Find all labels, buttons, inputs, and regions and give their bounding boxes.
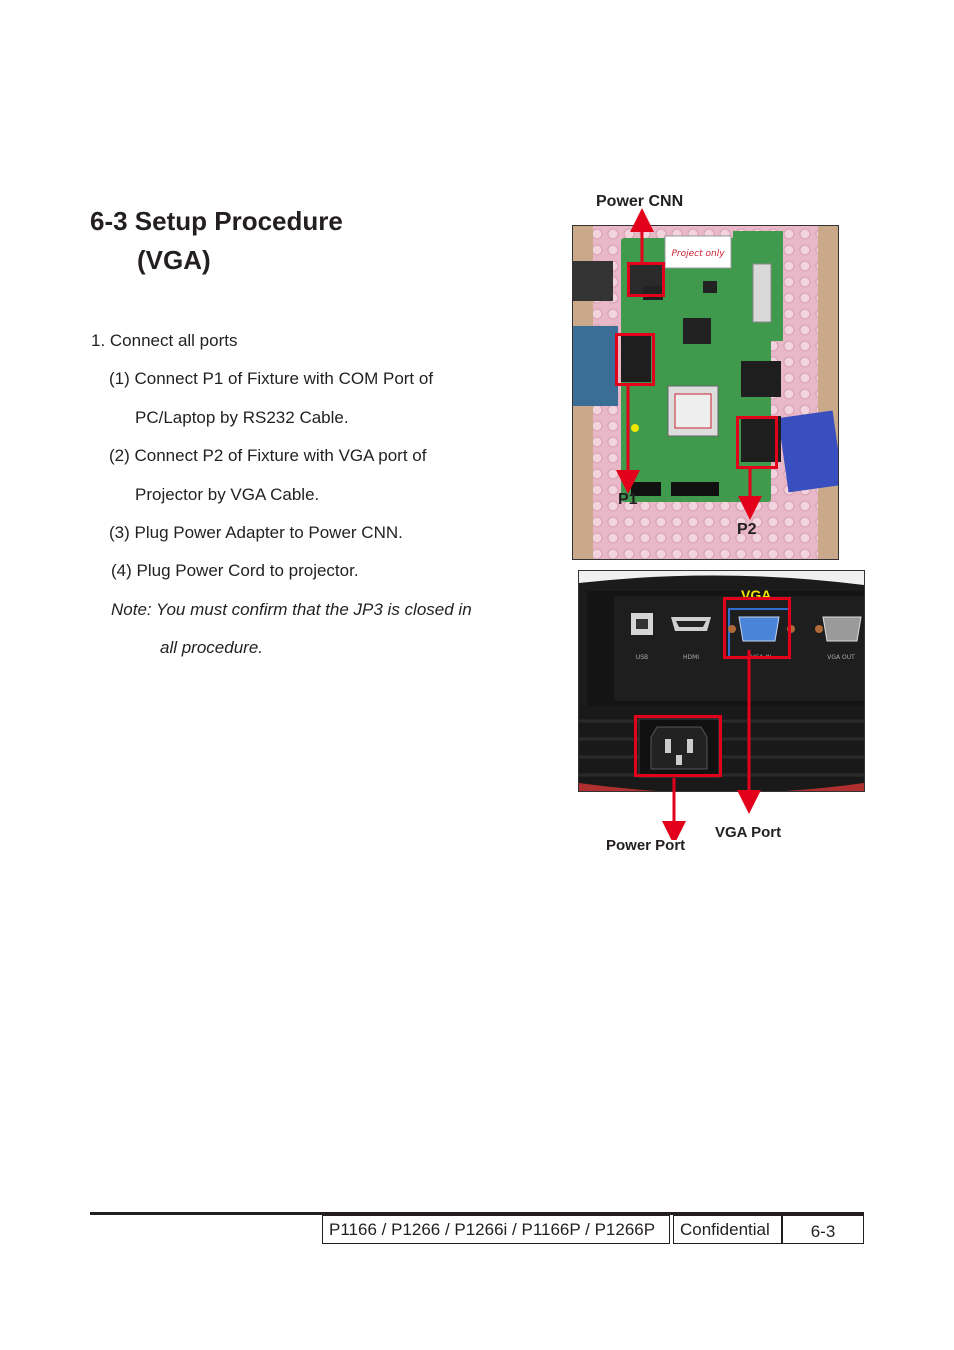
section-title: 6-3 Setup Procedure: [90, 206, 343, 236]
highlight-p2: [736, 416, 778, 469]
step-1-2-line1: (2) Connect P2 of Fixture with VGA port …: [109, 446, 427, 465]
label-p1: P1: [618, 491, 638, 508]
step-1-2-line2: Projector by VGA Cable.: [135, 485, 320, 504]
step-1-4: (4) Plug Power Cord to projector.: [111, 561, 359, 580]
label-power-cnn: Power CNN: [596, 193, 684, 210]
projector-arrows: [662, 650, 761, 840]
projector-rear-photo: USB HDMI VGA IN VGA OUT VGA: [578, 570, 865, 792]
step-1-1-line2: PC/Laptop by RS232 Cable.: [135, 408, 349, 427]
vga-out-label: VGA OUT: [827, 654, 855, 661]
board-arrows: [616, 208, 762, 520]
fixture-board-illustration: Project only: [573, 226, 838, 559]
board-sticker-text: Project only: [671, 249, 725, 259]
footer-page-number: 6-3: [782, 1215, 864, 1244]
note-line1: Note: You must confirm that the JP3 is c…: [111, 600, 472, 619]
usb-port-label: USB: [636, 654, 648, 661]
label-vga-port: VGA Port: [715, 824, 782, 841]
highlight-p1: [615, 333, 655, 386]
highlight-power-port: [634, 715, 722, 777]
label-power-port: Power Port: [606, 837, 686, 854]
footer-models: P1166 / P1266 / P1266i / P1166P / P1266P: [322, 1215, 670, 1244]
highlight-vga-port: [723, 597, 791, 659]
hdmi-port-label: HDMI: [683, 654, 699, 661]
fixture-board-photo: Project only: [572, 225, 839, 560]
step-1: 1. Connect all ports: [91, 331, 238, 350]
section-subtitle: (VGA): [137, 245, 211, 275]
step-1-1-line1: (1) Connect P1 of Fixture with COM Port …: [109, 369, 434, 388]
label-p2: P2: [737, 521, 757, 538]
highlight-power-cnn: [627, 262, 665, 297]
footer-rule: [90, 1212, 864, 1215]
footer-confidential: Confidential: [673, 1215, 782, 1244]
step-1-3: (3) Plug Power Adapter to Power CNN.: [109, 523, 403, 542]
note-line2: all procedure.: [160, 638, 264, 657]
